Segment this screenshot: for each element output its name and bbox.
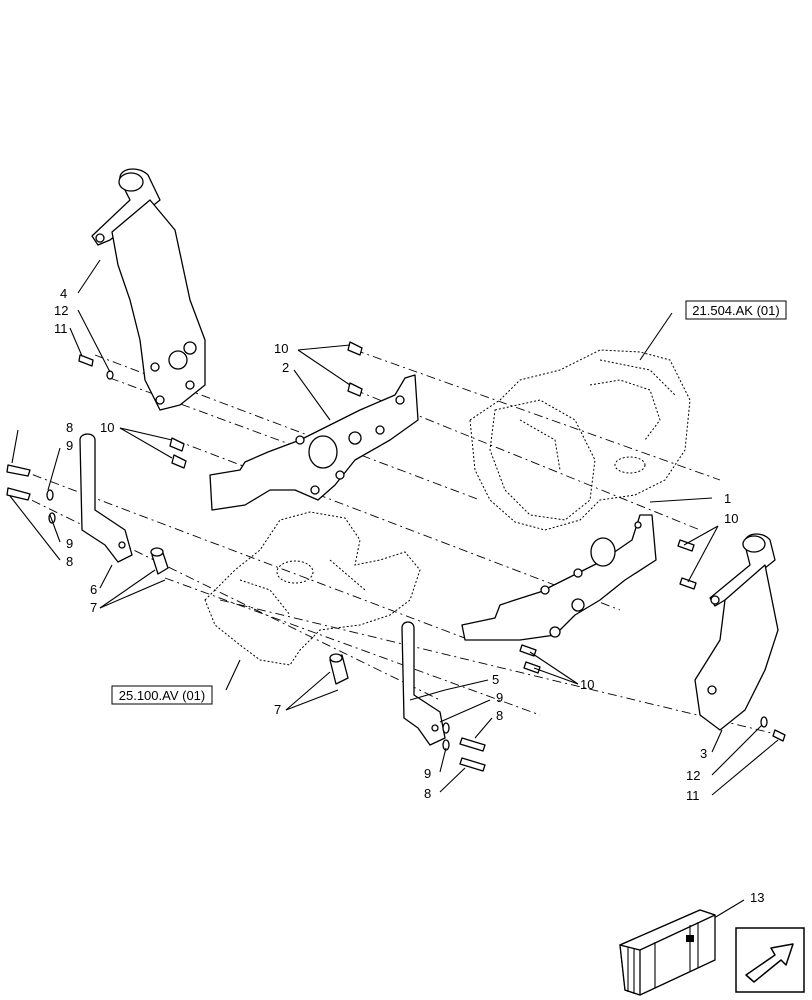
bolts bbox=[6, 341, 786, 772]
callout-4: 4 bbox=[60, 286, 67, 301]
part-2-mounting-plate bbox=[209, 374, 419, 511]
callout-10d: 10 bbox=[580, 677, 594, 692]
callout-8a: 8 bbox=[66, 420, 73, 435]
callout-10a: 10 bbox=[274, 341, 288, 356]
callout-11a: 11 bbox=[54, 321, 68, 336]
callout-3: 3 bbox=[700, 746, 707, 761]
callout-8b: 8 bbox=[66, 554, 73, 569]
callout-2: 2 bbox=[282, 360, 289, 375]
callout-10c: 10 bbox=[724, 511, 738, 526]
callouts: 4 12 11 10 2 10 8 9 9 8 6 7 7 1 10 10 5 … bbox=[54, 286, 764, 905]
part-4-left-bracket bbox=[91, 168, 206, 411]
callout-5: 5 bbox=[492, 672, 499, 687]
callout-9b: 9 bbox=[66, 536, 73, 551]
callout-9d: 9 bbox=[424, 766, 431, 781]
callout-1: 1 bbox=[724, 491, 731, 506]
ref-transmission-label: 21.504.AK (01) bbox=[692, 303, 779, 318]
callout-13: 13 bbox=[750, 890, 764, 905]
callout-8d: 8 bbox=[424, 786, 431, 801]
callout-7b: 7 bbox=[274, 702, 281, 717]
next-page-arrow-icon[interactable] bbox=[735, 927, 805, 993]
axle-housing bbox=[204, 511, 421, 666]
ref-axle-label: 25.100.AV (01) bbox=[119, 688, 205, 703]
part-6-handle bbox=[79, 433, 133, 563]
ref-box-axle[interactable]: 25.100.AV (01) bbox=[111, 685, 213, 705]
callout-9a: 9 bbox=[66, 438, 73, 453]
callout-12b: 12 bbox=[686, 768, 700, 783]
spacers-7 bbox=[150, 547, 349, 685]
ref-box-transmission[interactable]: 21.504.AK (01) bbox=[685, 300, 787, 320]
crate-icon bbox=[619, 909, 716, 996]
callout-10b: 10 bbox=[100, 420, 114, 435]
callout-11b: 11 bbox=[686, 788, 700, 803]
callout-7a: 7 bbox=[90, 600, 97, 615]
part-1-mounting-plate bbox=[461, 514, 657, 641]
callout-6: 6 bbox=[90, 582, 97, 597]
part-5-handle bbox=[401, 621, 446, 746]
leader-lines bbox=[9, 259, 779, 919]
part-3-right-bracket bbox=[694, 533, 779, 731]
transmission-housing bbox=[469, 349, 691, 531]
callout-8c: 8 bbox=[496, 708, 503, 723]
callout-12a: 12 bbox=[54, 303, 68, 318]
callout-9c: 9 bbox=[496, 690, 503, 705]
